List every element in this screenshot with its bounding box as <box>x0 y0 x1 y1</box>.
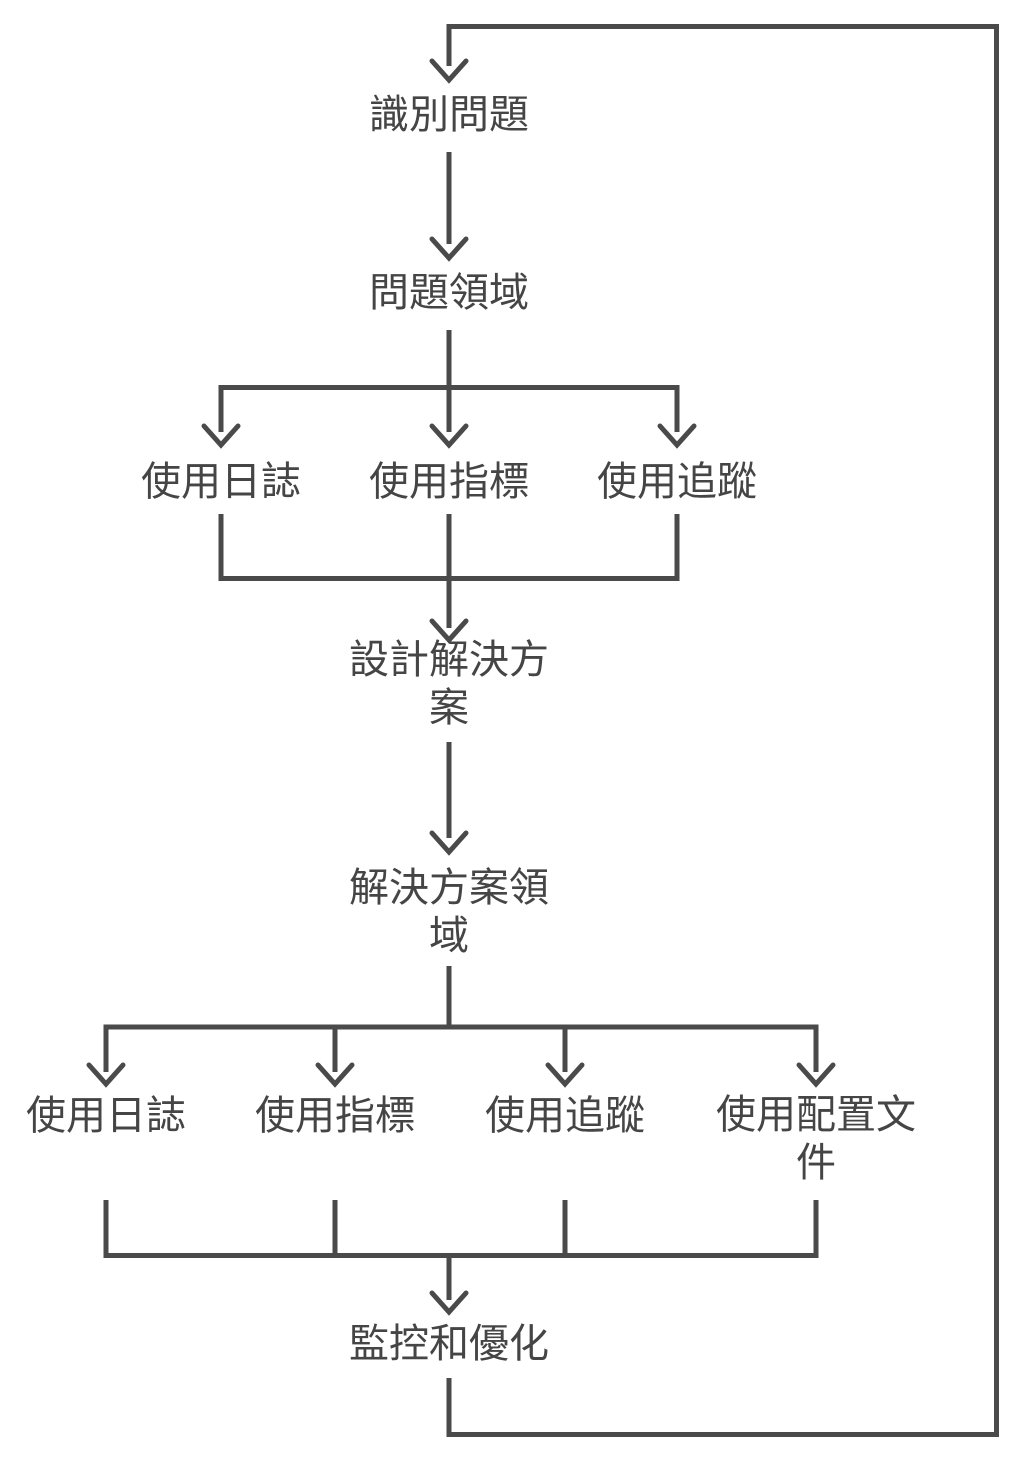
node-solution-use-metrics: 使用指標 <box>255 1094 415 1138</box>
arrowhead-icon <box>429 58 469 84</box>
node-monitor-optimize: 監控和優化 <box>349 1322 549 1366</box>
connector-problem-domain-to-branches <box>201 330 697 449</box>
connector-branches-to-monitor <box>103 1200 819 1316</box>
node-solution-domain: 解決方案領域 <box>349 866 549 958</box>
node-problem-use-metrics: 使用指標 <box>369 460 529 504</box>
arrowhead-icon <box>796 1062 836 1088</box>
arrowhead-icon <box>657 423 697 449</box>
merge-rail <box>103 1200 819 1258</box>
node-solution-use-tracing: 使用追蹤 <box>485 1094 645 1138</box>
arrowhead-icon <box>315 1062 355 1088</box>
branch-rail <box>218 385 680 432</box>
connector-monitor-loop-to-identify <box>429 24 999 1437</box>
arrowhead-icon <box>429 423 469 449</box>
node-solution-use-logs: 使用日誌 <box>26 1094 186 1138</box>
connector-branches-to-design-solution <box>218 514 680 644</box>
branch-rail <box>103 1024 819 1072</box>
node-solution-use-profiles: 使用配置文件 <box>716 1093 916 1185</box>
arrowhead-icon <box>429 236 469 262</box>
node-problem-use-logs: 使用日誌 <box>141 460 301 504</box>
arrowhead-icon <box>429 1290 469 1316</box>
connector-path <box>446 24 999 1437</box>
node-problem-use-tracing: 使用追蹤 <box>597 460 757 504</box>
arrowhead-icon <box>86 1062 126 1088</box>
connector-solution-domain-to-branches <box>86 966 836 1088</box>
arrowhead-icon <box>545 1062 585 1088</box>
arrowhead-icon <box>429 618 469 644</box>
node-design-solution: 設計解決方案 <box>349 638 549 730</box>
node-problem-domain: 問題領域 <box>369 271 529 315</box>
connector-identify-to-problem-domain <box>429 152 469 262</box>
node-identify-problem: 識別問題 <box>369 93 529 137</box>
arrowhead-icon <box>201 423 241 449</box>
arrowhead-icon <box>429 830 469 856</box>
connector-design-to-solution-domain <box>429 742 469 856</box>
